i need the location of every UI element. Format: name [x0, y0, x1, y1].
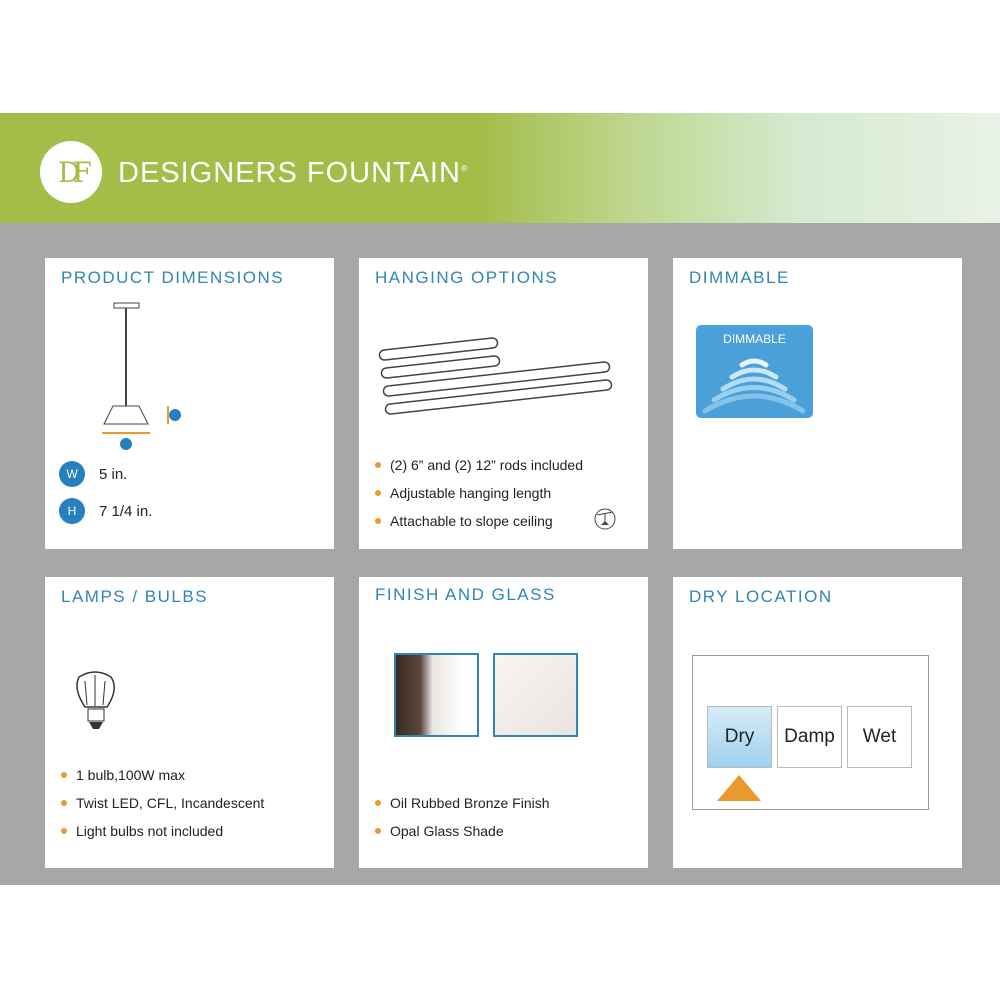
bullet-icon [375, 518, 381, 524]
panel-dry-location: DRY LOCATION Dry Damp Wet [673, 577, 962, 868]
brand-name-text: DESIGNERS FOUNTAIN [118, 157, 461, 189]
lamps-bullets: 1 bulb,100W max Twist LED, CFL, Incandes… [61, 761, 264, 845]
list-item: (2) 6” and (2) 12” rods included [375, 451, 583, 479]
width-row: W 5 in. [59, 461, 127, 487]
bullet-icon [61, 772, 67, 778]
bullet-icon [375, 800, 381, 806]
panel-hanging-options: HANGING OPTIONS (2) 6” and (2) 12” rods … [359, 258, 648, 549]
location-chart: Dry Damp Wet [692, 655, 929, 810]
bullet-icon [61, 800, 67, 806]
bullet-icon [375, 828, 381, 834]
dimmable-badge-text: DIMMABLE [723, 332, 786, 346]
list-item: Attachable to slope ceiling [375, 507, 583, 535]
bronze-finish-swatch [394, 653, 479, 737]
bullet-icon [61, 828, 67, 834]
panel-dimmable: DIMMABLE DIMMABLE [673, 258, 962, 549]
bullet-text: Attachable to slope ceiling [390, 513, 553, 529]
bullet-text: 1 bulb,100W max [76, 767, 185, 783]
height-badge: H [59, 498, 85, 524]
bulb-icon [76, 671, 115, 729]
opal-glass-swatch [493, 653, 578, 737]
selected-indicator-icon [717, 775, 761, 801]
location-option-wet: Wet [847, 706, 912, 768]
list-item: Twist LED, CFL, Incandescent [61, 789, 264, 817]
dimmable-badge: DIMMABLE [696, 325, 813, 418]
list-item: Adjustable hanging length [375, 479, 583, 507]
list-item: Light bulbs not included [61, 817, 264, 845]
height-value: 7 1/4 in. [99, 502, 153, 520]
location-option-dry: Dry [707, 706, 772, 768]
brand-logo: DF [40, 141, 102, 203]
rods-icon [378, 337, 613, 415]
bullet-icon [375, 490, 381, 496]
bullet-text: Opal Glass Shade [390, 823, 504, 839]
panel-title: DRY LOCATION [689, 587, 833, 606]
panel-title: DIMMABLE [689, 268, 790, 287]
panel-product-dimensions: PRODUCT DIMENSIONS W 5 in. H 7 1/4 in. [45, 258, 334, 549]
panel-title: LAMPS / BULBS [61, 587, 209, 606]
bullet-text: Light bulbs not included [76, 823, 224, 839]
bullet-text: Twist LED, CFL, Incandescent [76, 795, 265, 811]
panel-title: PRODUCT DIMENSIONS [61, 268, 285, 287]
brand-banner: DF DESIGNERS FOUNTAIN® [0, 113, 1000, 223]
height-row: H 7 1/4 in. [59, 498, 152, 524]
registered-mark: ® [460, 163, 469, 174]
brand-name: DESIGNERS FOUNTAIN® [118, 157, 469, 190]
list-item: 1 bulb,100W max [61, 761, 264, 789]
finish-bullets: Oil Rubbed Bronze Finish Opal Glass Shad… [375, 789, 550, 845]
panel-finish-glass: FINISH AND GLASS Oil Rubbed Bronze Finis… [359, 577, 648, 868]
pendant-dimension-icon [102, 302, 181, 450]
bullet-icon [375, 462, 381, 468]
panel-lamps-bulbs: LAMPS / BULBS 1 bulb,100W max Twist LED,… [45, 577, 334, 868]
width-value: 5 in. [99, 465, 128, 483]
list-item: Opal Glass Shade [375, 817, 550, 845]
slope-ceiling-icon [594, 508, 616, 530]
width-badge: W [59, 461, 85, 487]
location-option-damp: Damp [777, 706, 842, 768]
bullet-text: Oil Rubbed Bronze Finish [390, 795, 550, 811]
location-options: Dry Damp Wet [707, 706, 947, 776]
bullet-text: (2) 6” and (2) 12” rods included [390, 457, 583, 473]
bullet-text: Adjustable hanging length [390, 485, 552, 501]
panel-title: HANGING OPTIONS [375, 268, 559, 287]
list-item: Oil Rubbed Bronze Finish [375, 789, 550, 817]
dimmer-waves-icon [702, 358, 806, 414]
panel-title: FINISH AND GLASS [375, 585, 556, 604]
hanging-bullets: (2) 6” and (2) 12” rods included Adjusta… [375, 451, 583, 535]
